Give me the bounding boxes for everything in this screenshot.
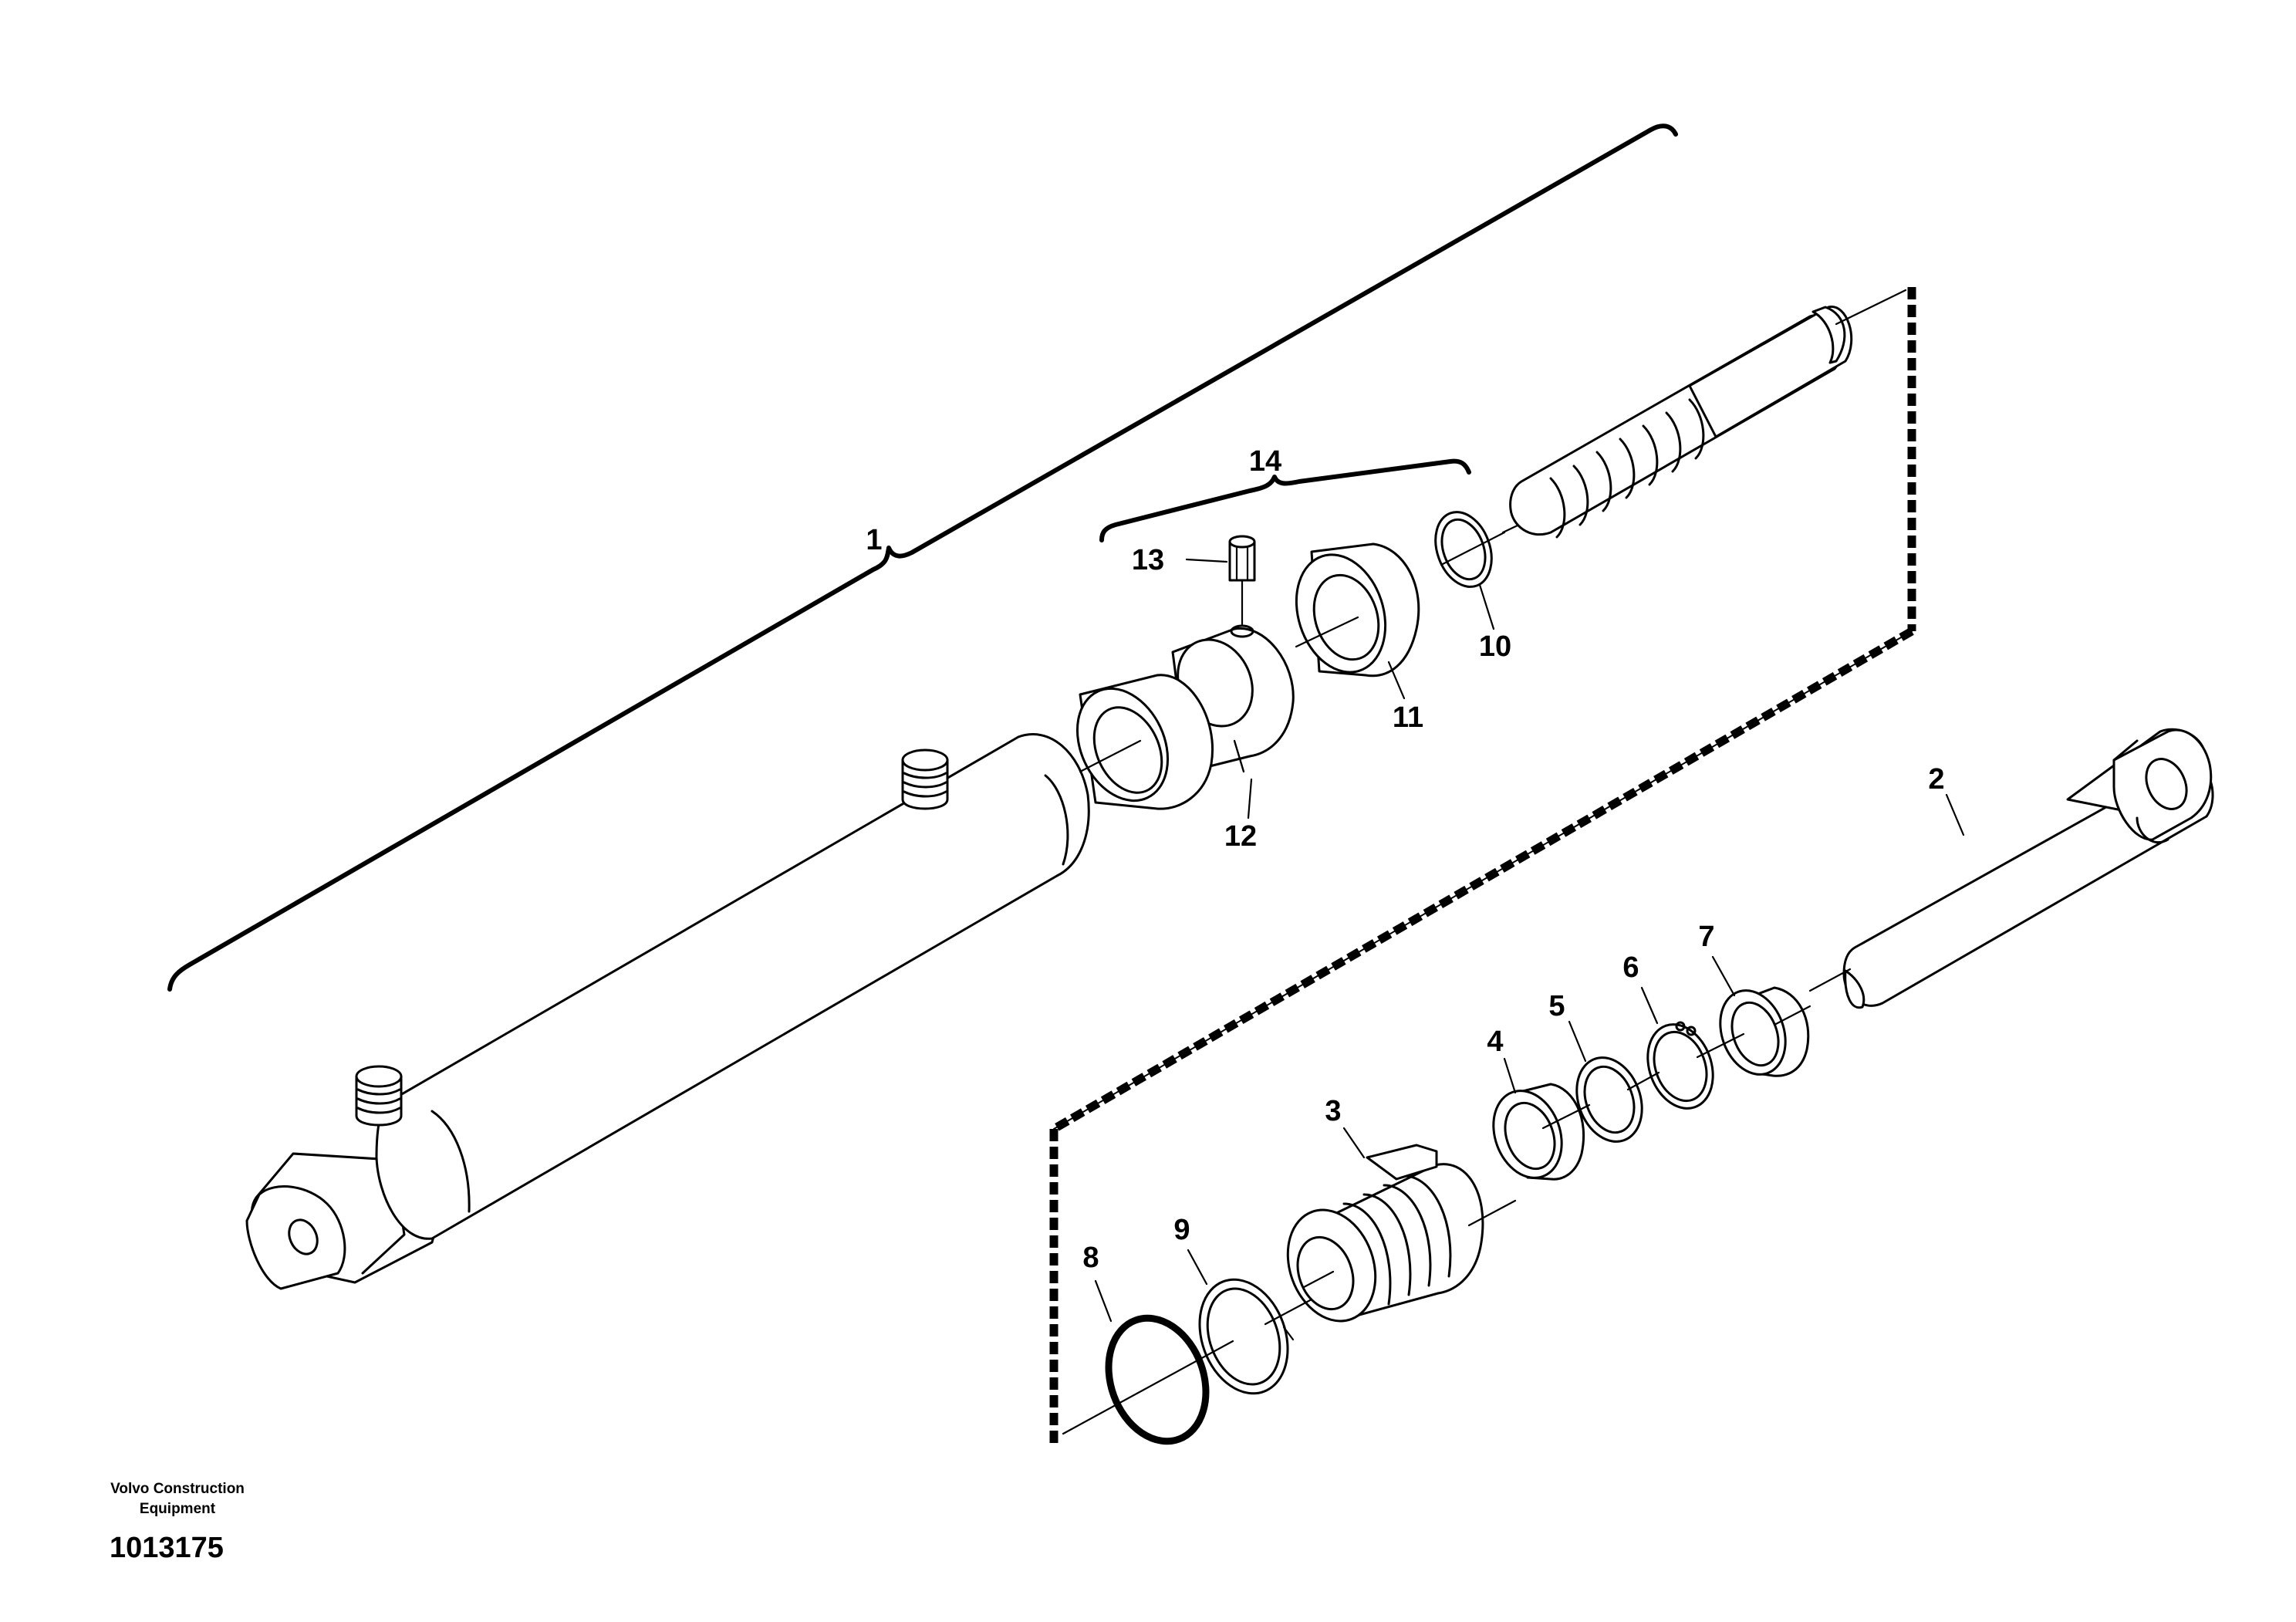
manufacturer-name-line2: Equipment [139, 1501, 216, 1517]
item-4-bushing [1492, 1083, 1591, 1181]
item-2-leader [1945, 793, 1965, 836]
item-10-leader [1478, 583, 1495, 630]
cylinder-tube [245, 733, 1090, 1290]
item-7-leader [1711, 955, 1736, 997]
piston-rod-end [1501, 289, 1907, 539]
label-7: 7 [1698, 921, 1714, 953]
item-2-piston-rod [1808, 728, 2214, 1009]
label-8: 8 [1082, 1242, 1099, 1274]
item-10-ring [1434, 511, 1506, 588]
label-12: 12 [1224, 820, 1257, 853]
label-1: 1 [866, 524, 882, 556]
item-12-leader [1247, 778, 1253, 819]
item-6-leader [1640, 986, 1659, 1025]
label-6: 6 [1622, 951, 1639, 984]
item-5-leader [1568, 1020, 1587, 1063]
footer-caption: Volvo Construction Equipment 1013175 [62, 1479, 293, 1565]
item-4-leader [1503, 1057, 1517, 1094]
item-3-cylinder-head [1286, 1144, 1517, 1323]
label-11: 11 [1393, 701, 1423, 734]
dashed-break-line [1049, 287, 1916, 1443]
label-13: 13 [1132, 544, 1164, 576]
label-5: 5 [1548, 990, 1565, 1022]
label-14: 14 [1249, 445, 1281, 478]
label-3: 3 [1325, 1095, 1341, 1127]
item-8-o-ring [1062, 1314, 1234, 1445]
manufacturer-name-line1: Volvo Construction [110, 1481, 245, 1497]
item-11-leader [1387, 661, 1406, 700]
label-9: 9 [1173, 1214, 1190, 1246]
item-9-leader [1187, 1249, 1208, 1286]
item-8-leader [1094, 1279, 1113, 1323]
item-7-wiper [1719, 986, 1811, 1077]
item-13-pin [1228, 535, 1256, 627]
item-14-bracket [1099, 458, 1471, 542]
label-2: 2 [1928, 763, 1944, 796]
item-12-piston [1075, 627, 1295, 810]
label-4: 4 [1487, 1026, 1503, 1058]
item-11-gland [1295, 542, 1420, 678]
item-3-leader [1342, 1127, 1366, 1159]
item-1-bracket [167, 123, 1678, 992]
item-9-backup-ring [1198, 1278, 1313, 1395]
item-13-leader [1185, 558, 1228, 563]
label-10: 10 [1479, 630, 1511, 663]
document-number: 1013175 [110, 1532, 224, 1564]
